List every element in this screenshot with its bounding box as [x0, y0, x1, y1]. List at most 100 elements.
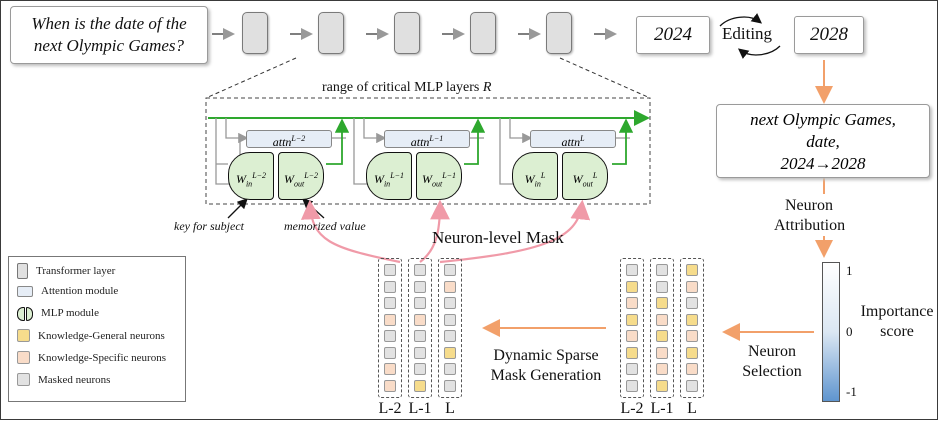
- w-in-sub: in: [383, 179, 391, 189]
- specific-neuron: [626, 297, 638, 309]
- masked-neuron: [384, 346, 396, 359]
- mlp-w-in: WinL: [512, 152, 558, 200]
- masked-neuron: [384, 330, 396, 342]
- masked-neuron: [626, 379, 638, 392]
- specific-neuron: [444, 280, 456, 293]
- column-label: L-1: [650, 400, 674, 417]
- selection-line-2: Selection: [742, 363, 802, 380]
- column-label: L-2: [378, 400, 402, 417]
- attn-label: attn: [272, 135, 292, 149]
- w-in-sub: in: [534, 179, 541, 189]
- specific-neuron: [656, 313, 668, 326]
- general-neuron: [626, 313, 638, 326]
- w-out-sup: L−2: [304, 171, 319, 180]
- legend-label: Knowledge-Specific neurons: [38, 351, 166, 364]
- general-neuron-icon: [17, 329, 30, 342]
- general-neuron: [626, 346, 638, 359]
- legend-item: Knowledge-Specific neurons: [17, 351, 166, 364]
- specific-neuron: [686, 330, 698, 342]
- w-in-sup: L−1: [390, 171, 405, 180]
- attn-layer-sup: L−2: [291, 134, 306, 143]
- specific-neuron: [686, 363, 698, 375]
- specific-neuron: [656, 346, 668, 359]
- old-answer: 2024: [654, 24, 692, 45]
- general-neuron: [656, 330, 668, 342]
- range-label-text: range of critical MLP layers: [322, 80, 483, 95]
- w-out-symbol: W: [421, 172, 432, 186]
- triple-relation: date,: [806, 132, 840, 151]
- w-out-symbol: W: [572, 172, 583, 186]
- general-neuron: [414, 379, 426, 392]
- w-out-sup: L: [592, 171, 598, 180]
- question-line-1: When is the date of the: [31, 14, 187, 33]
- legend-item: Knowledge-General neurons: [17, 329, 165, 342]
- general-neuron: [626, 280, 638, 293]
- neuron-column: [438, 258, 462, 398]
- mlp-w-out: WoutL−1: [416, 152, 462, 200]
- w-in-sup: L−2: [252, 171, 267, 180]
- memorized-value-label: memorized value: [284, 219, 366, 233]
- score-tick-max: 1: [846, 263, 853, 278]
- generation-line-1: Dynamic Sparse: [493, 347, 599, 364]
- generation-line-2: Mask Generation: [490, 367, 602, 384]
- legend-item: Attention module: [17, 285, 118, 297]
- legend-item: Transformer layer: [17, 263, 115, 279]
- masked-neuron: [444, 379, 456, 392]
- neuron-attribution-label: Neuron Attribution: [774, 196, 845, 236]
- transformer-layer-1: [242, 12, 268, 54]
- neuron-column: [620, 258, 644, 398]
- w-in-sup: L: [540, 171, 546, 180]
- zoom-line-left: [205, 57, 297, 99]
- attn-label: attn: [410, 135, 430, 149]
- general-neuron: [656, 297, 668, 309]
- w-in-symbol: W: [235, 172, 246, 186]
- specific-neuron: [384, 379, 396, 392]
- zoom-line-right: [559, 57, 651, 99]
- mlp-w-in: WinL−2: [228, 152, 274, 200]
- general-neuron: [656, 379, 668, 392]
- attribution-line-1: Neuron: [785, 197, 833, 214]
- edit-arrow-bottom: [737, 45, 781, 59]
- neuron-column: [680, 258, 704, 398]
- neuron-column: [650, 258, 674, 398]
- triple-subject: next Olympic Games,: [750, 110, 896, 129]
- w-out-sup: L−1: [442, 171, 457, 180]
- attention-module-icon: [17, 285, 33, 297]
- w-out-symbol: W: [283, 172, 294, 186]
- column-label: L: [445, 400, 455, 417]
- attn-layer-sup: L: [580, 134, 585, 143]
- transformer-layer-5: [546, 12, 572, 54]
- neuron-column: [378, 258, 402, 398]
- triple-objects: 2024→2028: [780, 154, 866, 173]
- mlp-module-icon: [17, 307, 33, 321]
- attention-module: attnL: [530, 130, 616, 149]
- range-label: range of critical MLP layers R: [322, 80, 491, 96]
- key-for-subject-label: key for subject: [174, 219, 244, 233]
- w-out-sub: out: [293, 179, 305, 189]
- selection-line-1: Neuron: [748, 343, 796, 360]
- neuron-selection-label: Neuron Selection: [732, 342, 812, 382]
- score-label-1: Importance: [860, 303, 934, 320]
- column-label: L-2: [620, 400, 644, 417]
- score-tick-zero: 0: [846, 324, 853, 339]
- mask-generation-label: Dynamic Sparse Mask Generation: [484, 346, 608, 386]
- question-line-2: next Olympic Games?: [33, 36, 185, 55]
- specific-neuron: [384, 313, 396, 326]
- masked-neuron: [384, 264, 396, 276]
- neuron-column: [408, 258, 432, 398]
- editing-label: Editing: [722, 24, 773, 43]
- w-in-symbol: W: [373, 172, 384, 186]
- importance-colorbar: [822, 262, 840, 402]
- new-answer: 2028: [810, 24, 848, 45]
- legend-item: Masked neurons: [17, 373, 110, 386]
- legend-item: MLP module: [17, 307, 99, 321]
- masked-neuron: [414, 346, 426, 359]
- masked-neuron: [384, 280, 396, 293]
- masked-neuron: [414, 280, 426, 293]
- masked-neuron: [384, 297, 396, 309]
- masked-neuron: [444, 264, 456, 276]
- value-arrow: [302, 198, 325, 219]
- general-neuron: [686, 264, 698, 276]
- question-box: When is the date of the next Olympic Gam…: [10, 6, 208, 64]
- general-neuron: [444, 346, 456, 359]
